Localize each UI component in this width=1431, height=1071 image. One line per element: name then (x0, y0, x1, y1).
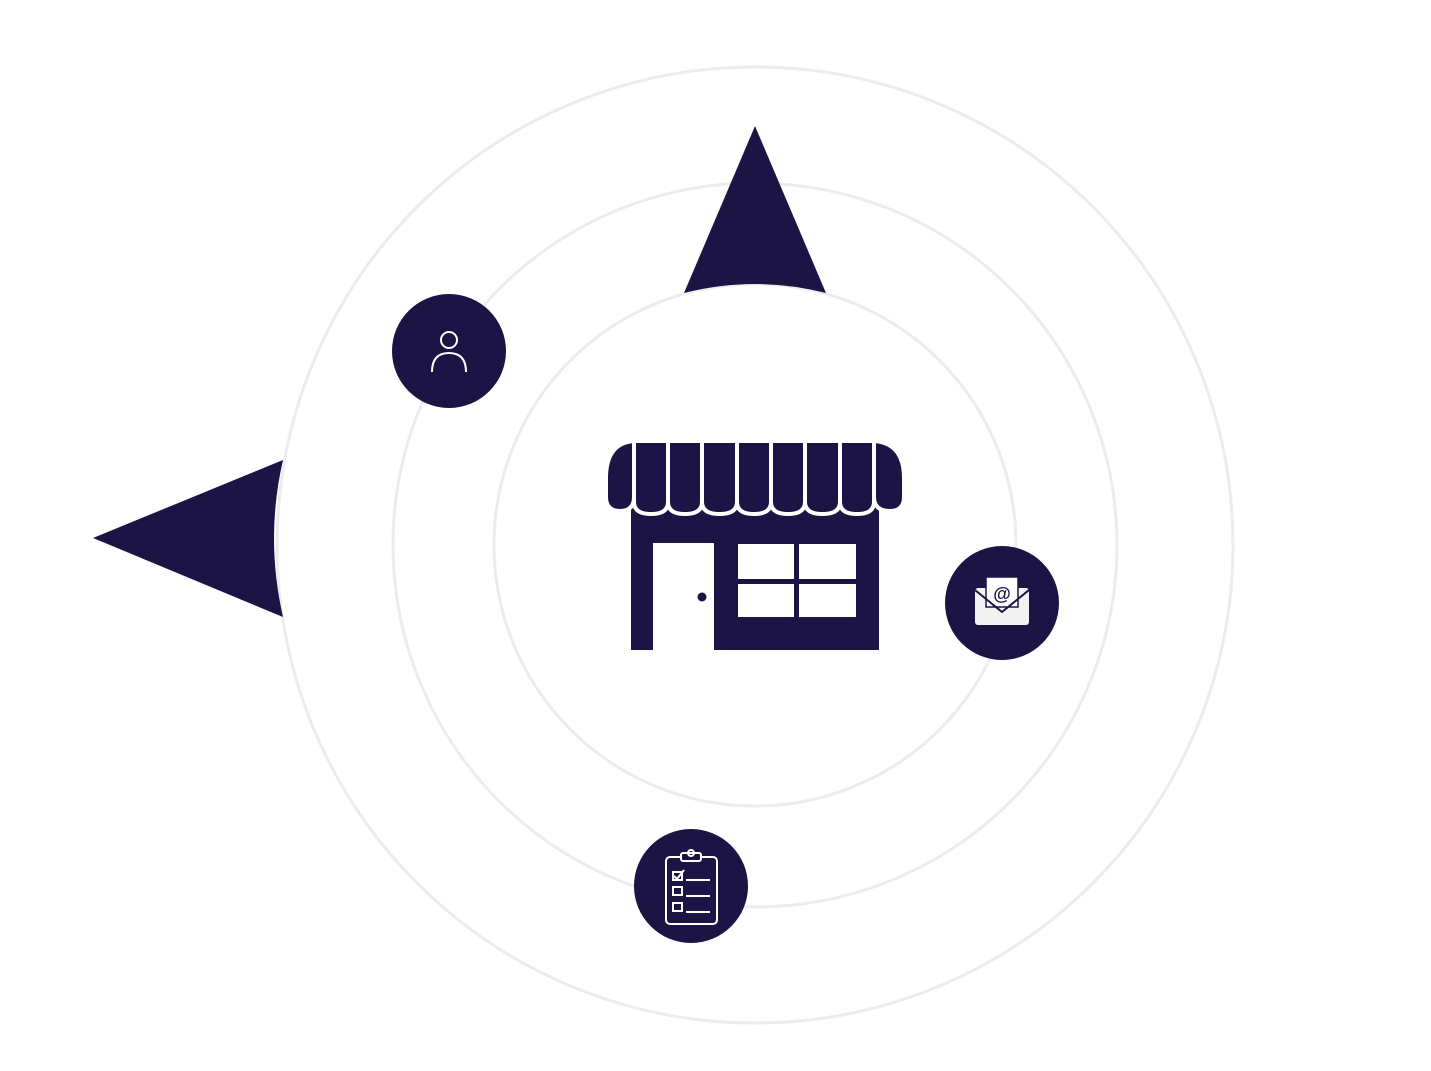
outer-ring (275, 65, 1235, 1025)
storefront-icon (604, 438, 906, 650)
user-node-badge (392, 294, 506, 408)
window-pane (799, 584, 856, 617)
door-knob (697, 592, 707, 602)
email-node[interactable]: @ (945, 546, 1059, 660)
email-envelope-icon: @ (974, 576, 1030, 625)
email-at-symbol: @ (993, 584, 1011, 604)
user-node[interactable] (392, 294, 506, 408)
checklist-node-badge (634, 829, 748, 943)
clipboard-checklist-icon (665, 849, 718, 925)
awning (604, 438, 906, 517)
pointer-up (684, 126, 826, 293)
window-pane (799, 544, 856, 579)
window-pane (738, 584, 794, 617)
checklist-node[interactable] (634, 829, 748, 943)
pointer-left (93, 460, 283, 617)
window-pane (738, 544, 794, 579)
user-icon (431, 331, 467, 373)
